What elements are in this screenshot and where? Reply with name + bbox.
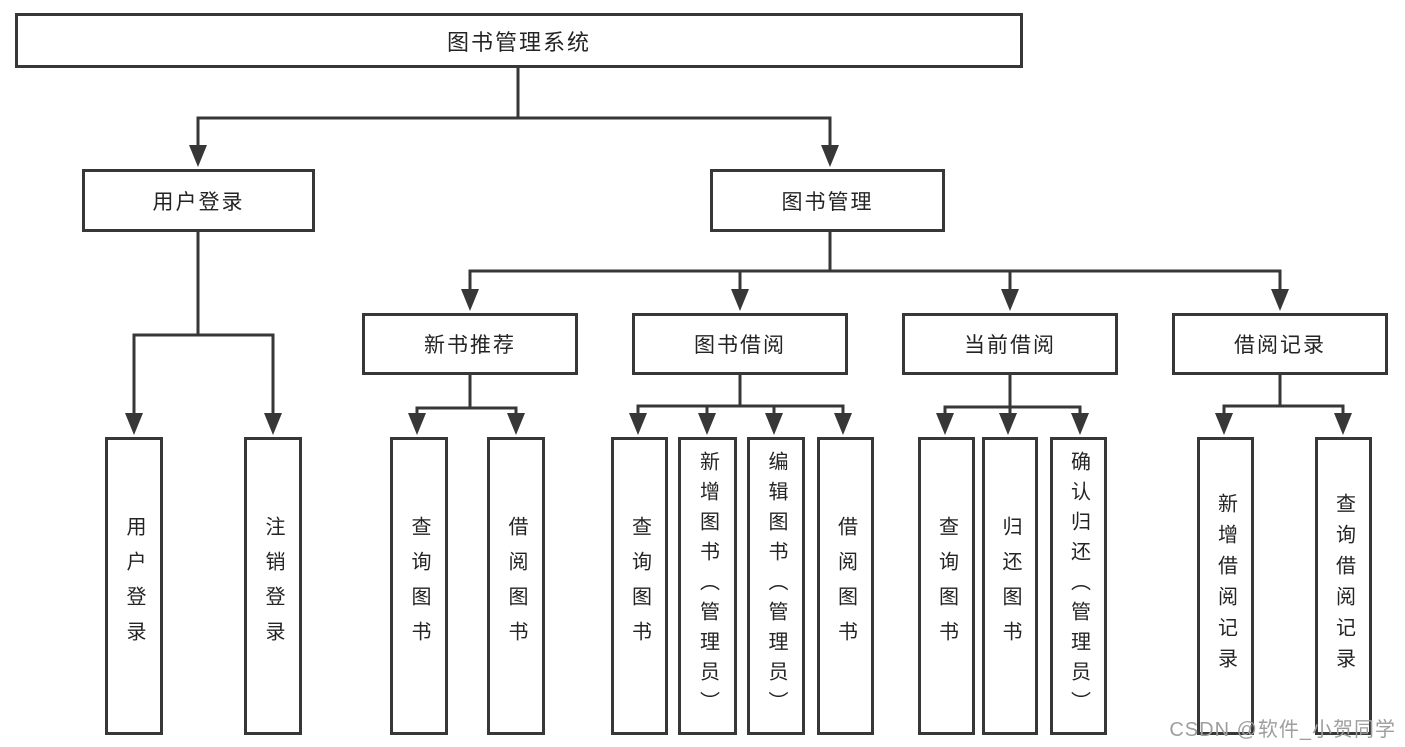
- connector-current-rail: [943, 405, 1082, 415]
- arrow-down-icon: [698, 413, 716, 435]
- arrow-down-icon: [1071, 413, 1089, 435]
- arrow-down-icon: [1271, 289, 1289, 311]
- connector-root-rail: [196, 116, 832, 147]
- arrow-down-icon: [507, 413, 525, 435]
- node-label: 确认归还（管理员）: [1067, 451, 1090, 721]
- leaf-add-books-admin: 新增图书（管理员）: [678, 437, 737, 735]
- leaf-query-books-borrow: 查询图书: [611, 437, 668, 735]
- node-label: 查询图书: [628, 516, 651, 656]
- node-current-borrow: 当前借阅: [902, 313, 1118, 375]
- arrowheads: [125, 145, 1352, 435]
- connector-bookmgmt-rail: [468, 269, 1282, 291]
- arrow-down-icon: [189, 145, 207, 167]
- arrow-down-icon: [461, 289, 479, 311]
- node-book-management: 图书管理: [710, 169, 945, 232]
- arrow-down-icon: [1215, 413, 1233, 435]
- leaf-add-borrow-record: 新增借阅记录: [1197, 437, 1254, 735]
- node-label: 用户登录: [152, 190, 245, 214]
- arrow-down-icon: [125, 413, 143, 435]
- node-label: 借阅记录: [1234, 334, 1326, 357]
- csdn-watermark: CSDN @软件_小贺同学: [1169, 719, 1396, 741]
- arrow-down-icon: [264, 413, 282, 435]
- arrow-down-icon: [821, 145, 839, 167]
- node-label: 查询借阅记录: [1332, 493, 1355, 679]
- leaf-user-login: 用户登录: [105, 437, 163, 735]
- connector-userlogin-rail: [132, 333, 275, 415]
- node-label: 查询图书: [408, 516, 430, 656]
- leaf-edit-books-admin: 编辑图书（管理员）: [747, 437, 805, 735]
- node-label: 编辑图书（管理员）: [765, 451, 787, 721]
- arrow-down-icon: [936, 413, 954, 435]
- node-label: 借阅图书: [505, 516, 527, 656]
- arrow-down-icon: [408, 413, 426, 435]
- node-user-login: 用户登录: [82, 169, 315, 232]
- node-label: 新增借阅记录: [1214, 493, 1237, 679]
- arrow-down-icon: [629, 413, 647, 435]
- connector-newbook-rail: [415, 406, 518, 415]
- node-library-management-system: 图书管理系统: [15, 13, 1023, 68]
- connector-borrow-rail: [636, 404, 845, 415]
- node-label: 图书管理系统: [446, 29, 591, 55]
- leaf-query-books-current: 查询图书: [918, 437, 975, 735]
- node-label: 图书管理: [781, 190, 874, 214]
- node-label: 当前借阅: [964, 334, 1056, 357]
- arrow-down-icon: [731, 289, 749, 311]
- arrow-down-icon: [1001, 289, 1019, 311]
- leaf-borrow-books-recommend: 借阅图书: [487, 437, 545, 735]
- node-book-borrow: 图书借阅: [632, 313, 848, 375]
- node-borrow-records: 借阅记录: [1172, 313, 1388, 375]
- arrow-down-icon: [999, 413, 1017, 435]
- node-label: 新书推荐: [424, 334, 516, 357]
- node-label: 归还图书: [999, 516, 1021, 656]
- node-label: 图书借阅: [694, 334, 786, 357]
- arrow-down-icon: [765, 413, 783, 435]
- node-label: 借阅图书: [834, 516, 857, 656]
- node-label: 查询图书: [935, 516, 958, 656]
- leaf-query-borrow-record: 查询借阅记录: [1315, 437, 1372, 735]
- leaf-logout: 注销登录: [244, 437, 302, 735]
- arrow-down-icon: [1334, 413, 1352, 435]
- leaf-borrow-books: 借阅图书: [817, 437, 874, 735]
- leaf-query-books-recommend: 查询图书: [390, 437, 448, 735]
- leaf-return-books: 归还图书: [982, 437, 1038, 735]
- connector-records-rail: [1222, 404, 1345, 415]
- node-label: 新增图书（管理员）: [696, 451, 719, 721]
- arrow-down-icon: [834, 413, 852, 435]
- leaf-confirm-return-admin: 确认归还（管理员）: [1050, 437, 1107, 735]
- node-label: 用户登录: [123, 516, 145, 656]
- node-new-book-recommend: 新书推荐: [362, 313, 578, 375]
- node-label: 注销登录: [262, 516, 284, 656]
